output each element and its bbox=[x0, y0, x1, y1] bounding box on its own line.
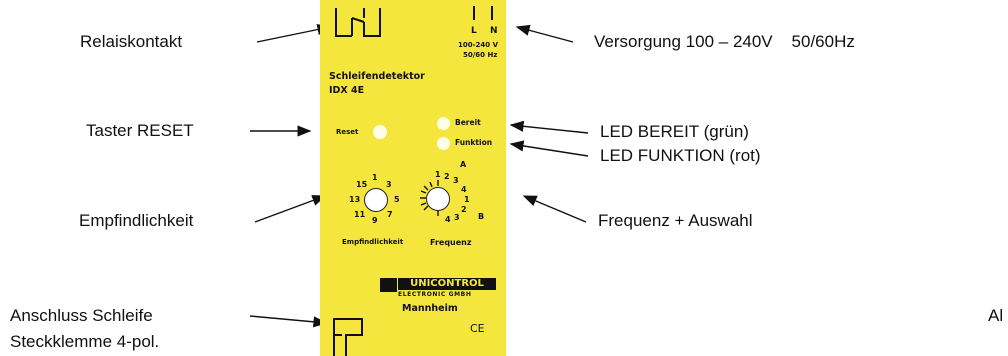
empfindlichkeit-dial[interactable] bbox=[364, 188, 388, 212]
voltage-label: 100-240 V bbox=[458, 41, 498, 49]
dial-right-num-3b: 3 bbox=[454, 213, 460, 222]
dial-left-num-7: 7 bbox=[387, 210, 393, 219]
dial-left-num-1: 1 bbox=[372, 173, 378, 182]
arrow-empfindlichkeit bbox=[254, 195, 327, 223]
logo-name: UNICONTROL bbox=[398, 278, 496, 290]
label-versorgung: Versorgung 100 – 240V 50/60Hz bbox=[594, 32, 855, 51]
led-funktion bbox=[437, 137, 450, 150]
label-relaiskontakt: Relaiskontakt bbox=[80, 32, 183, 51]
funktion-label: Funktion bbox=[455, 138, 493, 147]
label-cut-off: Al bbox=[988, 306, 1004, 325]
dial-left-num-11: 11 bbox=[354, 210, 366, 219]
dial-right-b: B bbox=[478, 212, 485, 221]
frequency-label: 50/60 Hz bbox=[463, 51, 498, 59]
label-steckklemme: Steckklemme 4-pol. bbox=[10, 332, 160, 351]
label-anschluss-schleife: Anschluss Schleife bbox=[10, 306, 153, 325]
reset-label: Reset bbox=[336, 128, 359, 136]
dial-left-num-9: 9 bbox=[372, 216, 378, 225]
dial-right-num-1b: 1 bbox=[464, 195, 470, 204]
logo-mark-icon bbox=[380, 278, 397, 292]
arrow-anschluss bbox=[249, 315, 328, 328]
arrow-frequenz bbox=[522, 195, 587, 223]
loop-connector-symbol bbox=[333, 318, 363, 356]
label-taster-reset: Taster RESET bbox=[86, 121, 194, 140]
dial-right-num-4a: 4 bbox=[461, 185, 467, 194]
dial-left-num-5: 5 bbox=[394, 195, 400, 204]
dial-right-a: A bbox=[460, 160, 467, 169]
label-led-bereit: LED BEREIT (grün) bbox=[600, 122, 749, 141]
dial-right-num-1a: 1 bbox=[435, 170, 441, 179]
arrow-led-funktion bbox=[509, 140, 589, 157]
detector-device: L N 100-240 V 50/60 Hz Schleifendetektor… bbox=[320, 0, 506, 356]
arrow-led-bereit bbox=[509, 120, 589, 134]
frequenz-caption: Frequenz bbox=[430, 238, 472, 247]
dial-left-num-3: 3 bbox=[386, 180, 392, 189]
dial-right-num-2b: 2 bbox=[461, 205, 467, 214]
power-terminal-symbol bbox=[473, 6, 493, 20]
terminal-l: L bbox=[471, 26, 477, 36]
label-empfindlichkeit: Empfindlichkeit bbox=[79, 211, 194, 230]
arrow-relaiskontakt bbox=[256, 24, 332, 43]
ce-mark: CE bbox=[470, 322, 485, 335]
dial-left-num-13: 13 bbox=[349, 195, 361, 204]
terminal-n: N bbox=[490, 26, 498, 36]
label-led-funktion: LED FUNKTION (rot) bbox=[600, 146, 761, 165]
empfindlichkeit-caption: Empfindlichkeit bbox=[342, 238, 404, 246]
device-title: Schleifendetektor bbox=[329, 71, 425, 82]
dial-right-num-4b: 4 bbox=[445, 215, 451, 224]
bereit-label: Bereit bbox=[455, 118, 481, 127]
arrow-versorgung bbox=[515, 24, 574, 43]
label-frequenz-auswahl: Frequenz + Auswahl bbox=[598, 211, 753, 230]
relay-contact-symbol bbox=[335, 8, 381, 37]
dial-left-num-15: 15 bbox=[356, 180, 368, 189]
device-model: IDX 4E bbox=[329, 85, 365, 96]
logo-subtitle: ELECTRONIC GMBH bbox=[398, 291, 472, 298]
dial-right-num-2a: 2 bbox=[444, 172, 450, 181]
frequenz-dial[interactable] bbox=[426, 187, 450, 211]
reset-button[interactable] bbox=[373, 125, 387, 139]
led-bereit bbox=[437, 117, 450, 130]
logo-city: Mannheim bbox=[402, 303, 458, 314]
unicontrol-logo: UNICONTROL ELECTRONIC GMBH bbox=[380, 278, 496, 300]
frequenz-dial-ticks bbox=[420, 180, 439, 216]
dial-right-num-3a: 3 bbox=[453, 176, 459, 185]
